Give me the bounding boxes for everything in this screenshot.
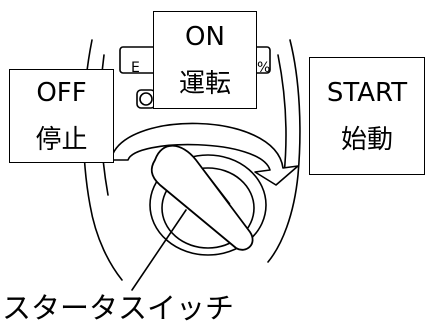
on-label: ON — [185, 21, 225, 52]
panel-mark-left: E — [131, 60, 140, 76]
switch-bezel-inner — [161, 167, 255, 249]
starter-switch-caption: スタータスイッチ — [2, 291, 235, 325]
switch-bezel — [149, 154, 267, 256]
indicator-lamp-ring — [139, 92, 153, 106]
caption-leader-line — [131, 209, 187, 291]
housing-outline-right — [267, 39, 301, 263]
start-label: START — [326, 77, 408, 108]
off-label-jp: 停止 — [35, 124, 88, 155]
start-label-jp: 始動 — [340, 124, 393, 155]
housing-outline-right-inner — [277, 54, 287, 176]
rotation-arrow — [110, 122, 299, 186]
start-label-box: START 始動 — [309, 57, 425, 175]
key-handle-edge — [195, 159, 231, 205]
on-label-jp: 運転 — [178, 68, 231, 99]
panel-mark-right: % — [257, 60, 271, 76]
off-label: OFF — [36, 77, 87, 108]
on-label-box: ON 運転 — [153, 11, 257, 109]
key-handle — [150, 144, 254, 251]
off-label-box: OFF 停止 — [9, 69, 114, 163]
